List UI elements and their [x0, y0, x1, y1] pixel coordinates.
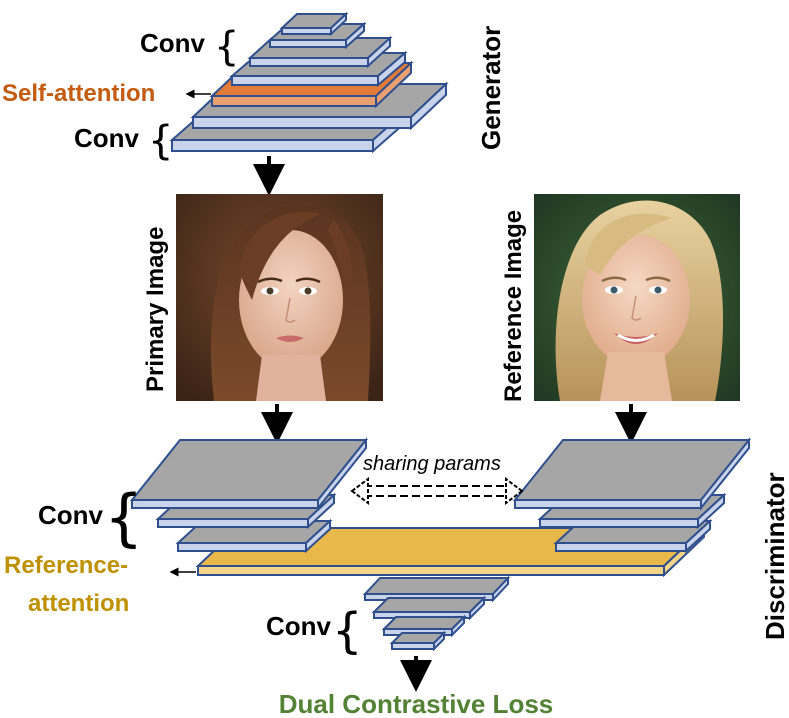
primary-image — [176, 194, 383, 401]
self-attention-label: Self-attention — [2, 80, 155, 107]
discriminator-conv-left-label: Conv — [38, 500, 104, 530]
discriminator-conv-bottom-brace: { — [332, 603, 363, 659]
reference-image-label: Reference Image — [500, 210, 527, 402]
discriminator-conv-layer — [129, 437, 369, 511]
discriminator-conv-bottom-label: Conv — [266, 611, 332, 641]
generator-pyramid — [169, 11, 449, 154]
reference-attention-label-line2: attention — [28, 590, 129, 617]
discriminator-title: Discriminator — [760, 472, 789, 640]
generator-conv-top-label: Conv — [140, 28, 206, 58]
generator-conv-layer — [279, 11, 349, 37]
discriminator-conv-layer — [362, 575, 511, 603]
discriminator-conv-layer — [381, 614, 467, 638]
generator-conv-bottom-brace: { — [148, 118, 173, 164]
discriminator-conv-layer — [512, 437, 752, 511]
dual-contrastive-loss-label: Dual Contrastive Loss — [279, 689, 554, 718]
generator-conv-top-brace: { — [214, 24, 239, 70]
discriminator — [129, 437, 752, 652]
generator-conv-bottom-label: Conv — [74, 123, 140, 153]
reference-attention-label-line1: Reference- — [4, 552, 128, 579]
discriminator-bottom-stack — [362, 575, 511, 652]
sharing-params-label: sharing params — [363, 453, 501, 475]
discriminator-left-stack — [129, 437, 369, 554]
reference-image — [534, 194, 740, 401]
generator-title: Generator — [476, 26, 506, 150]
discriminator-conv-layer — [371, 595, 487, 621]
discriminator-conv-layer — [389, 630, 447, 652]
discriminator-conv-left-brace: { — [104, 481, 143, 554]
discriminator-right-stack — [512, 437, 752, 554]
sharing-params-arrow — [350, 477, 524, 505]
primary-image-label: Primary Image — [142, 227, 169, 392]
